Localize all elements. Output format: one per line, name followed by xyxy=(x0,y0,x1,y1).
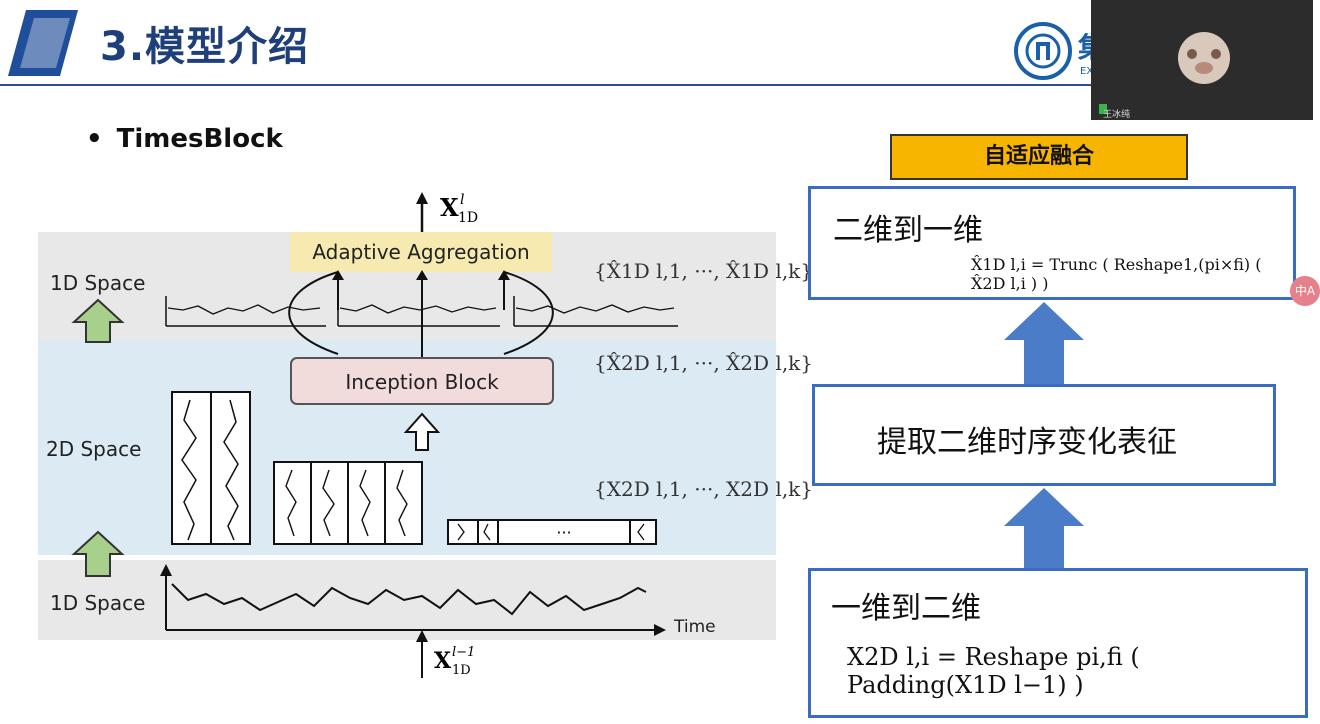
box-1d-to-2d: 一维到二维 X2D l,i = Reshape pi,fi ( Padding(… xyxy=(808,568,1308,718)
input-label-sub: 1D xyxy=(452,663,471,678)
side-tool-badge[interactable]: 中A xyxy=(1290,276,1320,306)
input-label: X xyxy=(434,648,452,674)
series-1d-input xyxy=(160,564,666,636)
series-1d-output-1 xyxy=(165,296,326,327)
output-arrow-icon xyxy=(416,192,428,204)
time-axis-label: Time xyxy=(673,617,716,637)
inception-block xyxy=(290,357,554,405)
tensor-2d-k: ··· xyxy=(447,519,657,545)
space-label-2d: 2D Space xyxy=(46,437,141,461)
bullet-text: TimesBlock xyxy=(116,124,283,154)
output-label-sup: l xyxy=(460,192,464,208)
hollow-up-arrow-icon xyxy=(403,412,441,451)
box-2d-to-1d-title: 二维到一维 xyxy=(833,213,983,248)
bullet-item: • TimesBlock xyxy=(86,124,283,154)
title-decoration-icon xyxy=(8,10,78,76)
box-extract-2d-title: 提取二维时序变化表征 xyxy=(877,425,1177,460)
university-logo-icon xyxy=(1014,22,1072,80)
adaptive-fusion-label: 自适应融合 xyxy=(890,134,1188,180)
box-1d-to-2d-title: 一维到二维 xyxy=(831,591,981,626)
input-arrow-icon xyxy=(416,630,428,642)
output-label: X xyxy=(440,193,459,222)
up-arrow-icon xyxy=(71,298,125,343)
header-divider xyxy=(0,84,1100,86)
logo-subtitle: EX xyxy=(1080,66,1094,77)
formula-2d-to-1d: X̂1D l,i = Trunc ( Reshape1,(pi×fi) ( X̂… xyxy=(971,255,1262,293)
box-extract-2d: 提取二维时序变化表征 xyxy=(812,384,1276,486)
timesblock-diagram: 1D Space 2D Space 1D Space X l 1D Adapti… xyxy=(38,192,813,678)
slide-title: 3.模型介绍 xyxy=(100,24,310,70)
up-arrow-icon xyxy=(1004,488,1084,572)
set-2d-hat-label: {X̂2D l,1, ···, X̂2D l,k} xyxy=(594,351,813,375)
space-label-1d-bottom: 1D Space xyxy=(50,591,145,615)
set-1d-hat-label: {X̂1D l,1, ···, X̂1D l,k} xyxy=(594,259,813,283)
input-label-sup: l−1 xyxy=(452,645,475,660)
adaptive-aggregation-label: Adaptive Aggregation xyxy=(312,240,529,264)
set-2d-label: {X2D l,1, ···, X2D l,k} xyxy=(594,477,813,501)
space-label-1d-top: 1D Space xyxy=(50,271,145,295)
inception-block-label: Inception Block xyxy=(345,370,499,394)
box-2d-to-1d: 二维到一维 X̂1D l,i = Trunc ( Reshape1,(pi×fi… xyxy=(808,186,1296,300)
series-1d-output-3 xyxy=(513,296,678,327)
webcam-overlay[interactable] xyxy=(1091,0,1313,120)
up-arrow-icon xyxy=(1004,302,1084,386)
tensor-2d-1 xyxy=(171,391,251,545)
tensor-ellipsis: ··· xyxy=(556,523,571,542)
tensor-2d-2 xyxy=(273,461,423,545)
formula-1d-to-2d: X2D l,i = Reshape pi,fi ( Padding(X1D l−… xyxy=(847,643,1140,699)
adaptive-aggregation-box xyxy=(290,232,552,272)
webcam-avatar-icon xyxy=(1099,32,1230,114)
up-arrow-icon xyxy=(71,530,125,577)
output-label-sub: 1D xyxy=(458,210,478,226)
bullet-dot-icon: • xyxy=(86,124,103,154)
webcam-name: 王冰纯 xyxy=(1103,110,1131,120)
